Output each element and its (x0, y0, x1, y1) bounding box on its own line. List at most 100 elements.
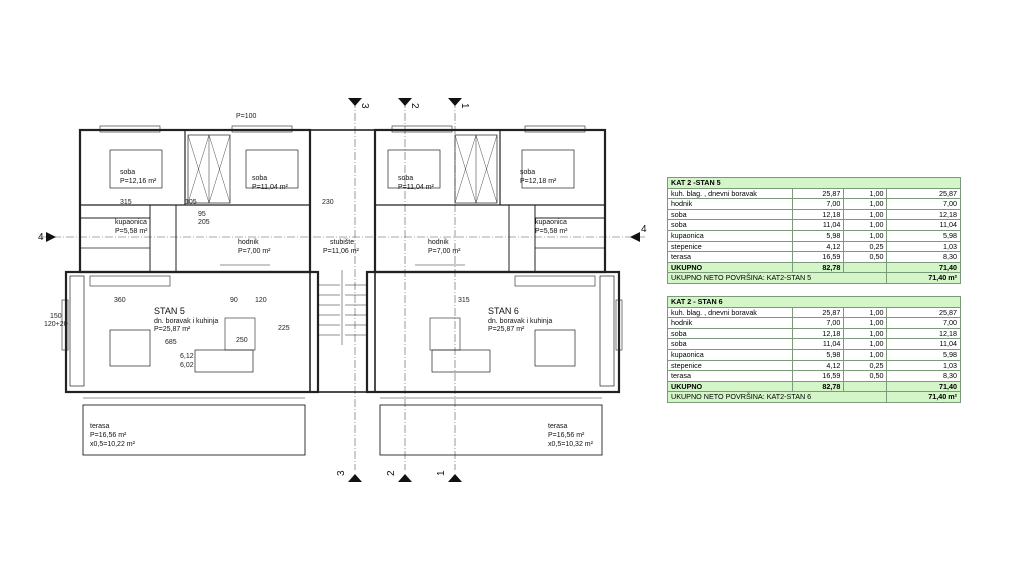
stan6-walls (365, 125, 623, 456)
row-net: 7,00 (886, 198, 961, 210)
table-row: soba 12,18 1,00 12,18 (667, 208, 961, 221)
net-label: UKUPNO NETO POVRŠINA: KAT2-STAN 6 (666, 391, 888, 403)
row-net: 25,87 (886, 306, 961, 319)
dimension-label: 225 (278, 325, 290, 332)
row-net: 8,30 (886, 251, 961, 263)
row-area: 16,59 (791, 370, 845, 382)
total-factor (843, 380, 888, 393)
row-name: soba (667, 219, 793, 231)
dimension-label: 105 (185, 199, 197, 206)
section-markers: 4 4 (38, 224, 647, 243)
row-factor: 1,00 (843, 229, 888, 242)
row-area: 25,87 (791, 306, 845, 319)
axis-label: 2 (409, 103, 420, 109)
dimension-label: 205 (198, 219, 210, 226)
row-name: hodnik (667, 317, 793, 329)
axis-label: 1 (459, 103, 470, 109)
row-net: 11,04 (886, 219, 961, 231)
axis-label: 1 (436, 470, 447, 476)
row-net: 5,98 (886, 229, 961, 242)
room-area-weighted: x0,5=10,32 m² (548, 441, 594, 448)
room-name: hodnik (238, 239, 259, 246)
row-name: soba (667, 327, 793, 340)
row-area: 25,87 (791, 187, 845, 200)
dimension-label: 95 (198, 211, 206, 218)
row-area: 5,98 (791, 229, 845, 242)
row-name: kupaonica (667, 229, 793, 242)
row-name: hodnik (667, 198, 793, 210)
room-area: P=7,00 m² (428, 248, 461, 255)
row-factor: 1,00 (843, 348, 888, 361)
room-area: P=16,56 m² (90, 432, 127, 439)
dimension-annotations: 315 105 95 205 360 685 250 120 90 225 31… (44, 113, 470, 369)
row-factor: 1,00 (843, 208, 888, 221)
room-name: hodnik (428, 239, 449, 246)
section-label: 4 (38, 232, 44, 243)
row-area: 7,00 (791, 317, 845, 329)
room-name: dn. boravak i kuhinja (488, 318, 552, 325)
row-area: 16,59 (791, 251, 845, 263)
total-area: 82,78 (791, 261, 845, 274)
stan5-labels: soba P=12,16 m² soba P=11,04 m² kupaonic… (90, 169, 289, 448)
room-name: dn. boravak i kuhinja (154, 318, 218, 325)
row-name: stepenice (667, 240, 793, 253)
row-name: terasa (667, 251, 793, 263)
dimension-label: 360 (114, 297, 126, 304)
dimension-label: 150 (50, 313, 62, 320)
row-net: 1,03 (886, 359, 961, 372)
row-area: 12,18 (791, 327, 845, 340)
row-factor: 1,00 (843, 306, 888, 319)
floor-plan-drawing: 3 2 1 3 2 1 4 4 (38, 98, 647, 482)
axis-label: 3 (336, 470, 347, 476)
row-area: 4,12 (791, 240, 845, 253)
area-table-stan5: KAT 2 -STAN 5 kuh. blag. , dnevni borava… (666, 177, 961, 284)
total-area: 82,78 (791, 380, 845, 393)
table-title: KAT 2 - STAN 6 (667, 296, 961, 308)
row-area: 5,98 (791, 348, 845, 361)
row-name: stepenice (667, 359, 793, 372)
net-value: 71,40 m² (886, 272, 961, 284)
table-row: terasa 16,59 0,50 8,30 (667, 370, 961, 382)
row-area: 4,12 (791, 359, 845, 372)
dimension-label: 6,12 (180, 353, 194, 360)
row-factor: 1,00 (843, 198, 888, 210)
dimension-label: P=100 (236, 113, 257, 120)
table-row: kupaonica 5,98 1,00 5,98 (667, 348, 961, 361)
room-area: P=12,18 m² (520, 178, 557, 185)
room-name: terasa (90, 423, 110, 430)
room-area: P=5,58 m² (535, 228, 568, 235)
dimension-label: 120 (255, 297, 267, 304)
room-area: P=12,16 m² (120, 178, 157, 185)
row-name: kupaonica (667, 348, 793, 361)
row-area: 11,04 (791, 338, 845, 350)
row-net: 7,00 (886, 317, 961, 329)
row-name: kuh. blag. , dnevni boravak (667, 306, 793, 319)
stan6-labels: soba P=11,04 m² soba P=12,18 m² kupaonic… (398, 169, 594, 448)
dimension-label: 230 (322, 199, 334, 206)
stairwell (309, 129, 376, 393)
unit-name: STAN 5 (154, 306, 185, 316)
row-factor: 1,00 (843, 187, 888, 200)
area-table-stan6: KAT 2 - STAN 6 kuh. blag. , dnevni borav… (666, 296, 961, 403)
row-factor: 1,00 (843, 317, 888, 329)
row-net: 12,18 (886, 208, 961, 221)
row-name: soba (667, 338, 793, 350)
total-factor (843, 261, 888, 274)
stan5-walls (61, 125, 320, 456)
room-name: soba (120, 169, 135, 176)
dimension-label: 315 (458, 297, 470, 304)
dimension-label: 6,02 (180, 362, 194, 369)
table-row: soba 12,18 1,00 12,18 (667, 327, 961, 340)
dimension-label: 90 (230, 297, 238, 304)
row-net: 1,03 (886, 240, 961, 253)
room-name: soba (398, 175, 413, 182)
row-net: 5,98 (886, 348, 961, 361)
table-title: KAT 2 -STAN 5 (667, 177, 961, 189)
table-row: stepenice 4,12 0,25 1,03 (667, 359, 961, 372)
axis-markers-top: 3 2 1 (348, 98, 470, 109)
row-factor: 0,25 (843, 240, 888, 253)
room-name: kupaonica (115, 219, 147, 226)
room-area: P=16,56 m² (548, 432, 585, 439)
total-label: UKUPNO (667, 380, 793, 393)
axis-markers-bottom: 3 2 1 (336, 470, 462, 482)
